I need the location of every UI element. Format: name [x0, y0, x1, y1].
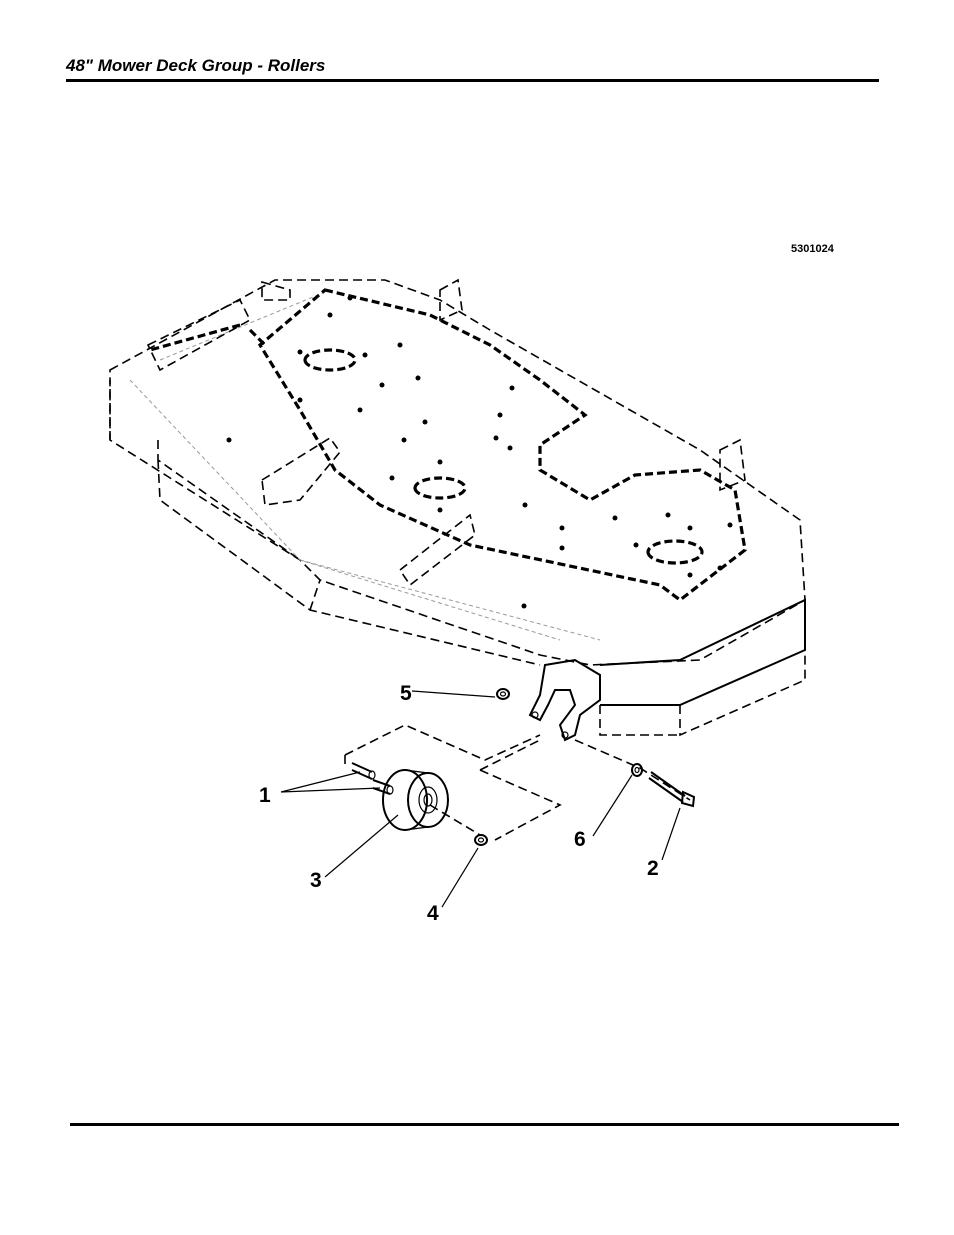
callout-4: 4	[427, 902, 439, 925]
deck-mounting-plate	[148, 280, 745, 600]
washer	[497, 689, 642, 776]
deck-housing	[110, 280, 805, 735]
roller-bolt	[649, 772, 694, 806]
exploded-view-lines	[345, 725, 690, 840]
callout-leaders	[281, 691, 680, 907]
footer-rule	[70, 1123, 899, 1126]
drawing-number: 5301024	[791, 243, 835, 255]
roller-bracket	[530, 660, 600, 740]
callout-6: 6	[574, 828, 586, 851]
callout-5: 5	[400, 682, 412, 705]
callout-3: 3	[310, 869, 322, 892]
callout-1: 1	[259, 784, 271, 807]
callout-2: 2	[647, 857, 659, 880]
roller-wheel	[383, 770, 448, 830]
